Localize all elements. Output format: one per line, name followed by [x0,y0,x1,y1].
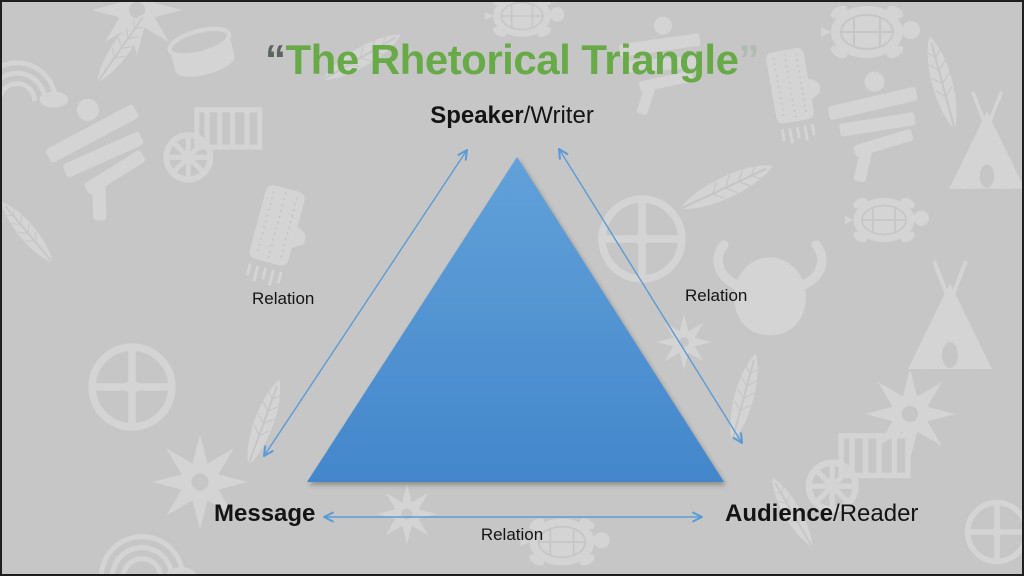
right-relation-arrow [557,147,744,445]
vertex-speaker-bold: Speaker [430,102,524,129]
rhetorical-triangle-shape [307,157,724,482]
vertex-message-bold: Message [214,500,316,527]
title-close-quote: ” [738,36,759,83]
title-text: The Rhetorical Triangle [285,36,739,83]
vertex-writer-regular: /Writer [523,102,594,129]
vertex-reader-regular: /Reader [833,500,919,527]
edge-label-relation-bottom: Relation [480,525,544,544]
title-open-quote: “ [265,36,286,83]
vertex-label-audience-reader: Audience/Reader [725,500,918,528]
left-relation-arrow [262,148,469,458]
slide-title: “The Rhetorical Triangle” [2,36,1022,84]
vertex-label-message: Message [214,500,315,528]
edge-label-relation-left: Relation [252,289,315,308]
vertex-label-speaker-writer: Speaker/Writer [2,102,1022,130]
edge-label-relation-right: Relation [685,286,748,305]
vertex-audience-bold: Audience [725,500,834,527]
